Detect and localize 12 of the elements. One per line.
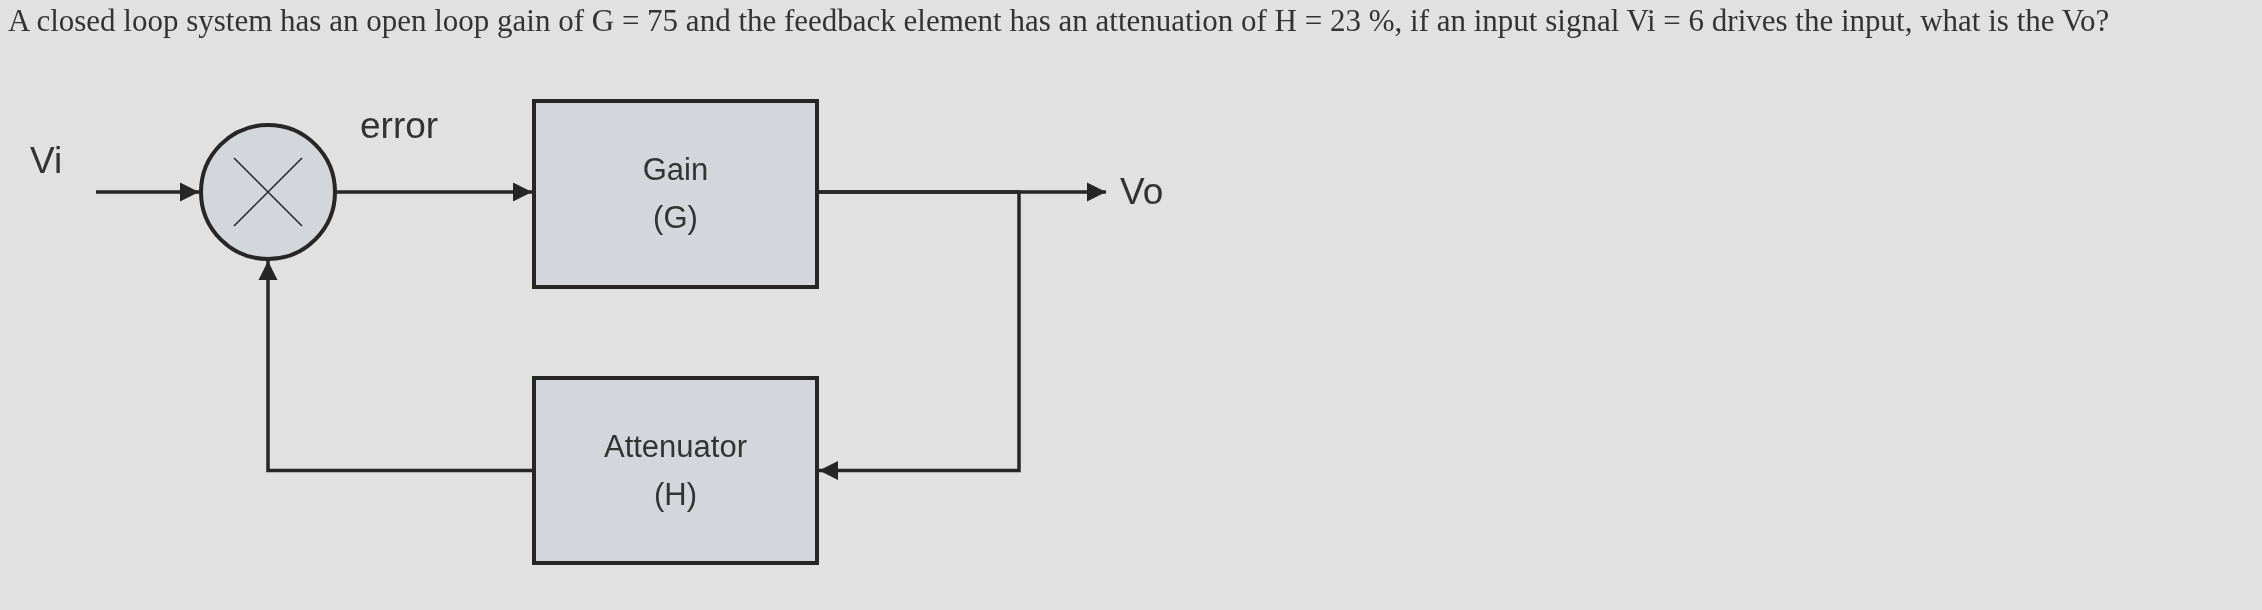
arrow (96, 182, 199, 202)
signal-label: Vi (30, 140, 63, 182)
signal-label: Vo (1120, 171, 1164, 213)
summing-junction (199, 123, 337, 261)
arrow (819, 190, 1021, 481)
arrow (337, 182, 532, 202)
arrow (258, 261, 532, 473)
block-label: Gain (G) (642, 151, 709, 237)
block-box (532, 99, 819, 289)
question-text: A closed loop system has an open loop gain of G = 75 and the feedback element has an attenuation of H = 23 %, if an input signal Vi = 6 drives the input, what is the Vo? (8, 2, 2110, 40)
block-box (532, 376, 819, 565)
block-label: Attenuator (H) (603, 427, 747, 514)
